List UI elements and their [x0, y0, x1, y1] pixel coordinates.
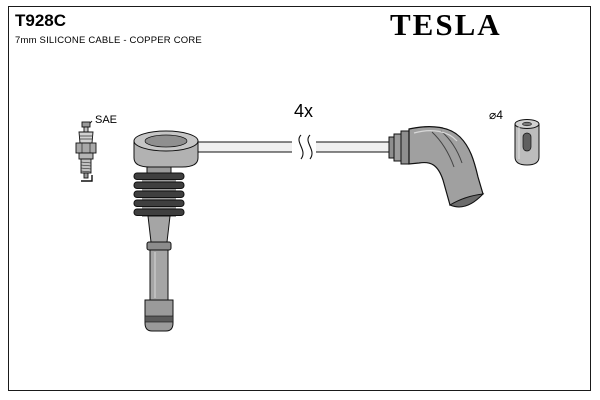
border-frame — [8, 6, 591, 391]
cable-drawing — [197, 134, 393, 160]
quantity-label: 4x — [294, 101, 313, 121]
spark-plug-drawing — [75, 120, 97, 182]
spark-plug-boot-drawing — [133, 130, 199, 332]
brand-logo: TESLA — [390, 7, 502, 42]
terminal-drawing — [514, 119, 540, 166]
cable-break-icon — [298, 134, 313, 160]
part-number: T928C — [15, 11, 67, 30]
diameter-label: ⌀4 — [489, 108, 503, 122]
part-description: 7mm SILICONE CABLE - COPPER CORE — [15, 35, 202, 46]
angled-boot-drawing — [388, 126, 485, 208]
sae-label: SAE — [95, 114, 117, 126]
